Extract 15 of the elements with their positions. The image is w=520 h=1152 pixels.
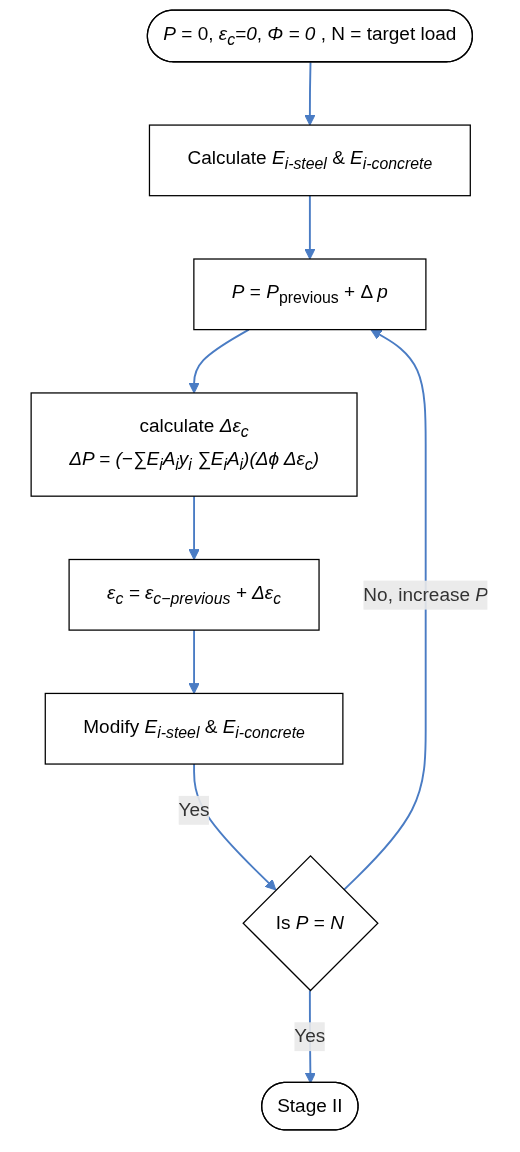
edge-label: Yes xyxy=(294,1024,326,1047)
arrow xyxy=(188,629,201,694)
arrow xyxy=(304,194,316,260)
edge-label: No, increase P xyxy=(363,583,489,605)
node-box: P = P$_{previous}$ + Δ p xyxy=(193,258,427,331)
arrow xyxy=(188,495,201,560)
edge-label: Yes xyxy=(179,798,211,820)
arrow xyxy=(343,329,428,891)
node-box: ε$_{c}$ = ε$_{c−previous}$ + Δε$_{c}$ xyxy=(68,558,321,631)
node-box: calculate Δε$_{c}$ ΔP = (−∑E$_{i}$A$_{i}$y$_{i}$ ∑E$_{i}$A$_{i}$)(Δϕ Δε$_{c}$) xyxy=(30,392,359,497)
node-diamond: Is P = N xyxy=(242,854,380,992)
arrow xyxy=(188,328,251,394)
node-box: Modify E$_{i-steel}$ & E$_{i-concrete}$ xyxy=(45,692,344,765)
node-box: Calculate E$_{i-steel}$ & E$_{i-concrete}$ xyxy=(149,124,472,197)
arrow xyxy=(304,61,316,126)
